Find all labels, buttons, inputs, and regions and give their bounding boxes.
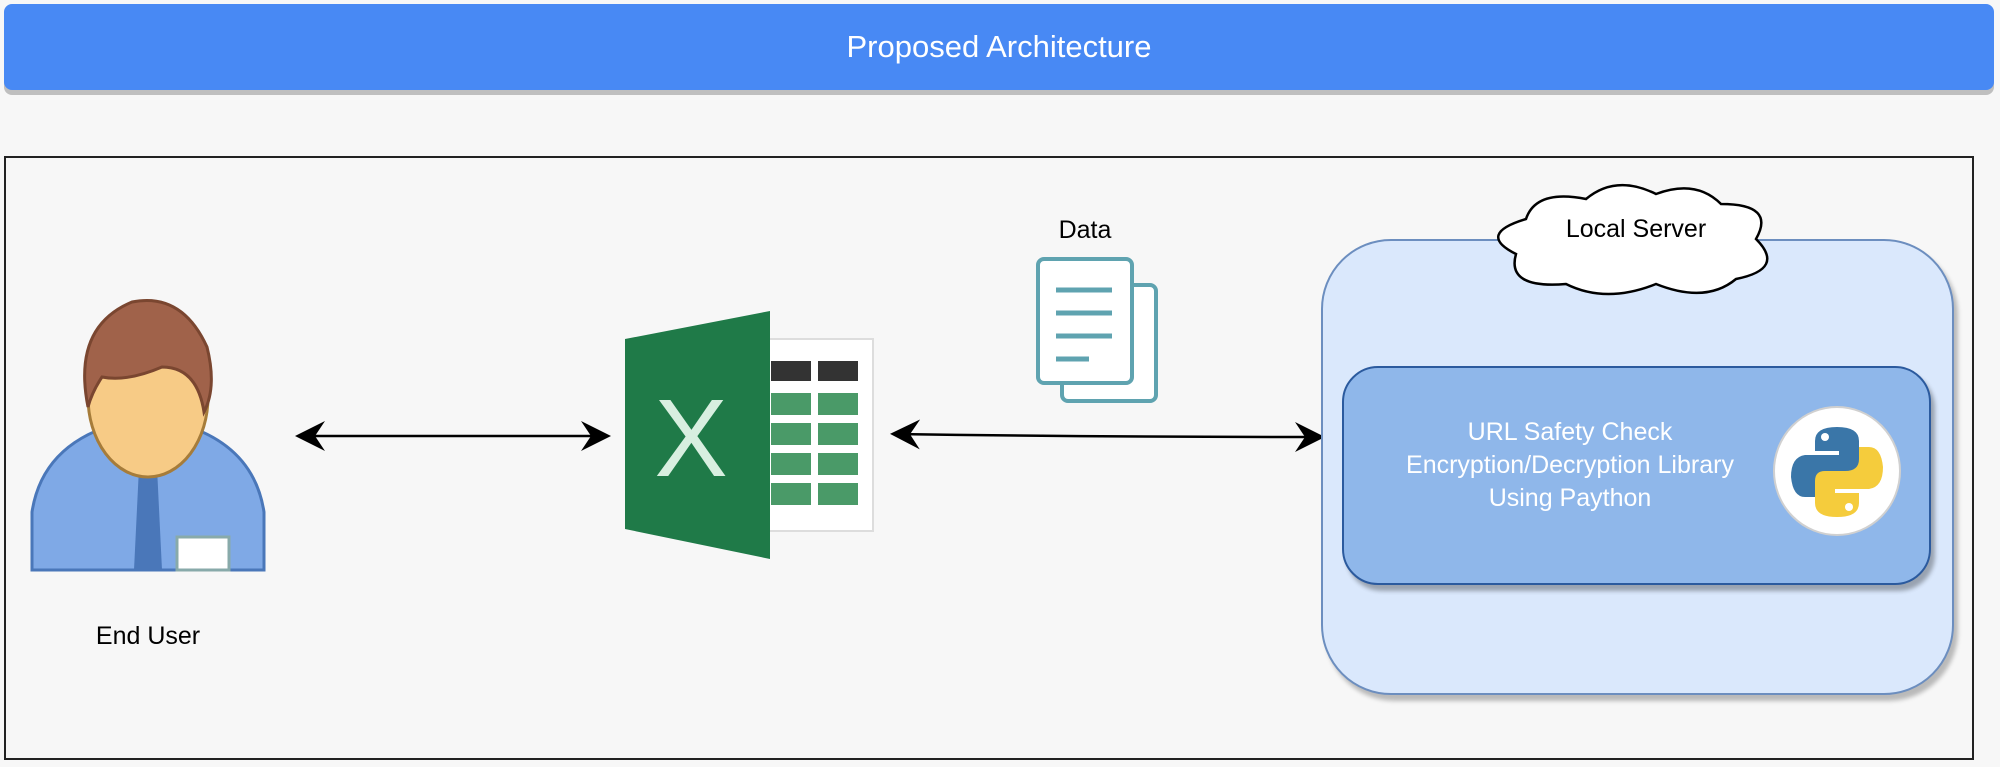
python-logo-icon — [1773, 406, 1901, 536]
title-bar: Proposed Architecture — [4, 4, 1994, 90]
library-description: URL Safety Check Encryption/Decryption L… — [1360, 416, 1780, 515]
line-encryption: Encryption/Decryption Library — [1406, 451, 1734, 479]
excel-icon: X — [625, 311, 874, 559]
svg-text:X: X — [654, 377, 727, 500]
page-title: Proposed Architecture — [846, 29, 1152, 64]
documents-icon — [1036, 257, 1158, 403]
local-server-label: Local Server — [1565, 215, 1707, 243]
cloud-shape — [1497, 183, 1769, 296]
end-user-label: End User — [95, 622, 201, 650]
data-label: Data — [1058, 216, 1112, 244]
line-url-safety: URL Safety Check — [1467, 418, 1673, 446]
arrow-excel-server — [890, 419, 1325, 452]
user-avatar-icon — [30, 299, 266, 572]
line-python: Using Paython — [1488, 484, 1652, 512]
